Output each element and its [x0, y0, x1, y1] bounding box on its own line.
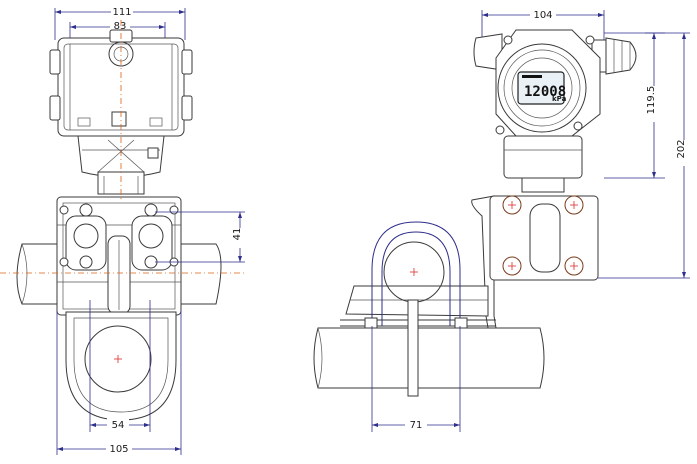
dim-label-104: 104 [533, 10, 552, 21]
dim-ubolt-spacing: 71 [371, 326, 461, 432]
dim-overall-height: 202 [598, 32, 691, 279]
dim-label-54: 54 [112, 420, 125, 431]
dim-label-202: 202 [676, 139, 687, 158]
dim-inner-width-top: 83 [69, 19, 166, 42]
lcd-reading: 12008 [524, 84, 566, 100]
dim-overall-width-bottom: 105 [56, 310, 182, 455]
dim-bracket-spacing: 54 [89, 300, 151, 432]
side-flange-body [489, 195, 599, 281]
dim-overall-width-top: 111 [54, 4, 186, 40]
dim-label-83: 83 [114, 21, 127, 32]
dim-label-71: 71 [410, 420, 423, 431]
lcd-display [517, 71, 565, 105]
side-electronics-housing: 12008 kPa [473, 29, 637, 137]
front-ubolt [65, 311, 177, 421]
side-neck [503, 135, 583, 193]
dim-label-111: 111 [112, 7, 131, 18]
lcd-unit: kPa [552, 95, 567, 103]
dim-label-105: 105 [109, 444, 128, 455]
side-pipe [313, 299, 545, 397]
front-flange-body [56, 196, 182, 316]
front-view: 111 83 [0, 4, 247, 455]
side-view: 104 12008 kPa [313, 8, 691, 432]
side-mounting-bracket [345, 195, 497, 329]
dim-bolt-spacing-vertical: 41 [155, 211, 247, 263]
dim-label-119-5: 119.5 [646, 86, 657, 115]
dim-label-41: 41 [232, 228, 243, 241]
